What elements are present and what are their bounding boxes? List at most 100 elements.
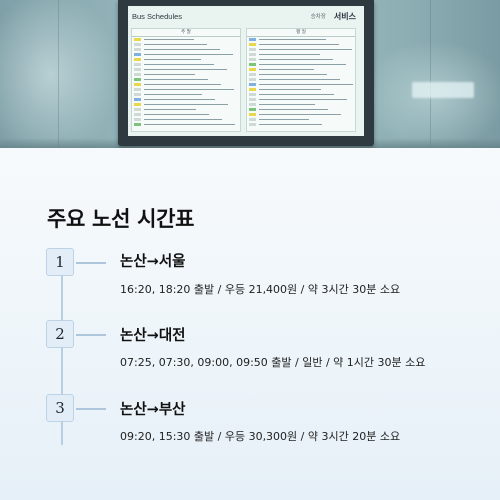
row-marker — [249, 113, 256, 116]
schedule-monitor: Bus Schedules 승차장 서비스 주 말 평 일 — [118, 0, 374, 146]
screen-brand: 서비스 — [333, 11, 356, 21]
row-marker — [249, 78, 256, 81]
row-text — [144, 99, 215, 100]
route-detail-2: 07:25, 07:30, 09:00, 09:50 출발 / 일반 / 약 1… — [120, 356, 426, 369]
schedule-row — [134, 118, 238, 122]
row-text — [144, 114, 209, 115]
schedule-row — [134, 48, 238, 52]
wall-seam — [58, 0, 59, 148]
row-text — [144, 109, 196, 110]
row-text — [144, 119, 222, 120]
row-text — [259, 59, 333, 60]
schedule-row — [249, 88, 353, 92]
schedule-column-right: 평 일 — [246, 28, 356, 132]
light-reflection — [0, 0, 120, 148]
row-marker — [134, 63, 141, 66]
row-marker — [249, 103, 256, 106]
row-marker — [249, 98, 256, 101]
step-number-3: 3 — [46, 394, 74, 422]
route-detail-3: 09:20, 15:30 출발 / 우등 30,300원 / 약 3시간 20분… — [120, 430, 401, 443]
schedule-row — [134, 93, 238, 97]
row-marker — [249, 108, 256, 111]
row-text — [144, 84, 221, 85]
step-connector — [76, 334, 106, 336]
schedule-row — [249, 93, 353, 97]
screen-header: Bus Schedules 승차장 서비스 — [128, 6, 364, 26]
schedule-row — [134, 63, 238, 67]
schedule-row — [134, 83, 238, 87]
row-text — [144, 59, 201, 60]
row-marker — [249, 68, 256, 71]
row-text — [259, 64, 346, 65]
row-marker — [134, 53, 141, 56]
schedule-row — [249, 83, 353, 87]
schedule-row — [249, 123, 353, 127]
row-marker — [134, 118, 141, 121]
row-marker — [134, 68, 141, 71]
row-marker — [249, 123, 256, 126]
row-text — [259, 104, 315, 105]
row-text — [259, 79, 340, 80]
schedule-row — [134, 38, 238, 42]
row-text — [259, 84, 353, 85]
schedule-row — [134, 68, 238, 72]
route-title-1: 논산→서울 — [120, 254, 186, 270]
schedule-row — [249, 113, 353, 117]
row-text — [259, 124, 322, 125]
row-marker — [134, 48, 141, 51]
wall-seam — [430, 0, 431, 148]
row-marker — [134, 88, 141, 91]
row-text — [259, 44, 339, 45]
row-text — [259, 119, 309, 120]
schedule-row — [249, 73, 353, 77]
page-title: 주요 노선 시간표 — [47, 207, 195, 231]
row-marker — [249, 73, 256, 76]
step-connector — [76, 408, 106, 410]
row-text — [259, 39, 326, 40]
schedule-row — [249, 98, 353, 102]
row-marker — [134, 78, 141, 81]
row-marker — [134, 58, 141, 61]
schedule-column-left: 주 말 — [131, 28, 241, 132]
schedule-row — [249, 118, 353, 122]
row-text — [144, 64, 214, 65]
screen-title: Bus Schedules — [132, 11, 183, 21]
column-header: 평 일 — [247, 29, 355, 37]
route-title-3: 논산→부산 — [120, 402, 186, 418]
schedule-row — [249, 63, 353, 67]
schedule-row — [134, 113, 238, 117]
row-text — [259, 89, 321, 90]
row-text — [144, 124, 235, 125]
row-text — [144, 44, 207, 45]
column-header: 주 말 — [132, 29, 240, 37]
row-text — [259, 94, 334, 95]
row-marker — [134, 38, 141, 41]
schedule-row — [249, 43, 353, 47]
row-text — [259, 54, 320, 55]
row-marker — [134, 113, 141, 116]
row-text — [144, 49, 220, 50]
schedule-row — [249, 78, 353, 82]
row-marker — [249, 118, 256, 121]
schedule-row — [134, 58, 238, 62]
row-text — [144, 94, 202, 95]
schedule-row — [249, 68, 353, 72]
row-marker — [249, 83, 256, 86]
route-title-2: 논산→대전 — [120, 328, 186, 344]
schedule-row — [249, 53, 353, 57]
row-marker — [249, 58, 256, 61]
row-marker — [134, 98, 141, 101]
row-marker — [249, 63, 256, 66]
row-marker — [134, 73, 141, 76]
row-text — [144, 69, 227, 70]
row-marker — [249, 53, 256, 56]
row-text — [259, 109, 328, 110]
row-text — [259, 114, 341, 115]
route-detail-1: 16:20, 18:20 출발 / 우등 21,400원 / 약 3시간 30분… — [120, 283, 401, 296]
row-marker — [134, 93, 141, 96]
row-marker — [249, 93, 256, 96]
row-text — [144, 79, 208, 80]
bus-schedule-photo: Bus Schedules 승차장 서비스 주 말 평 일 — [0, 0, 500, 148]
schedule-row — [134, 73, 238, 77]
content-area: 주요 노선 시간표 1 논산→서울 16:20, 18:20 출발 / 우등 2… — [0, 148, 500, 500]
